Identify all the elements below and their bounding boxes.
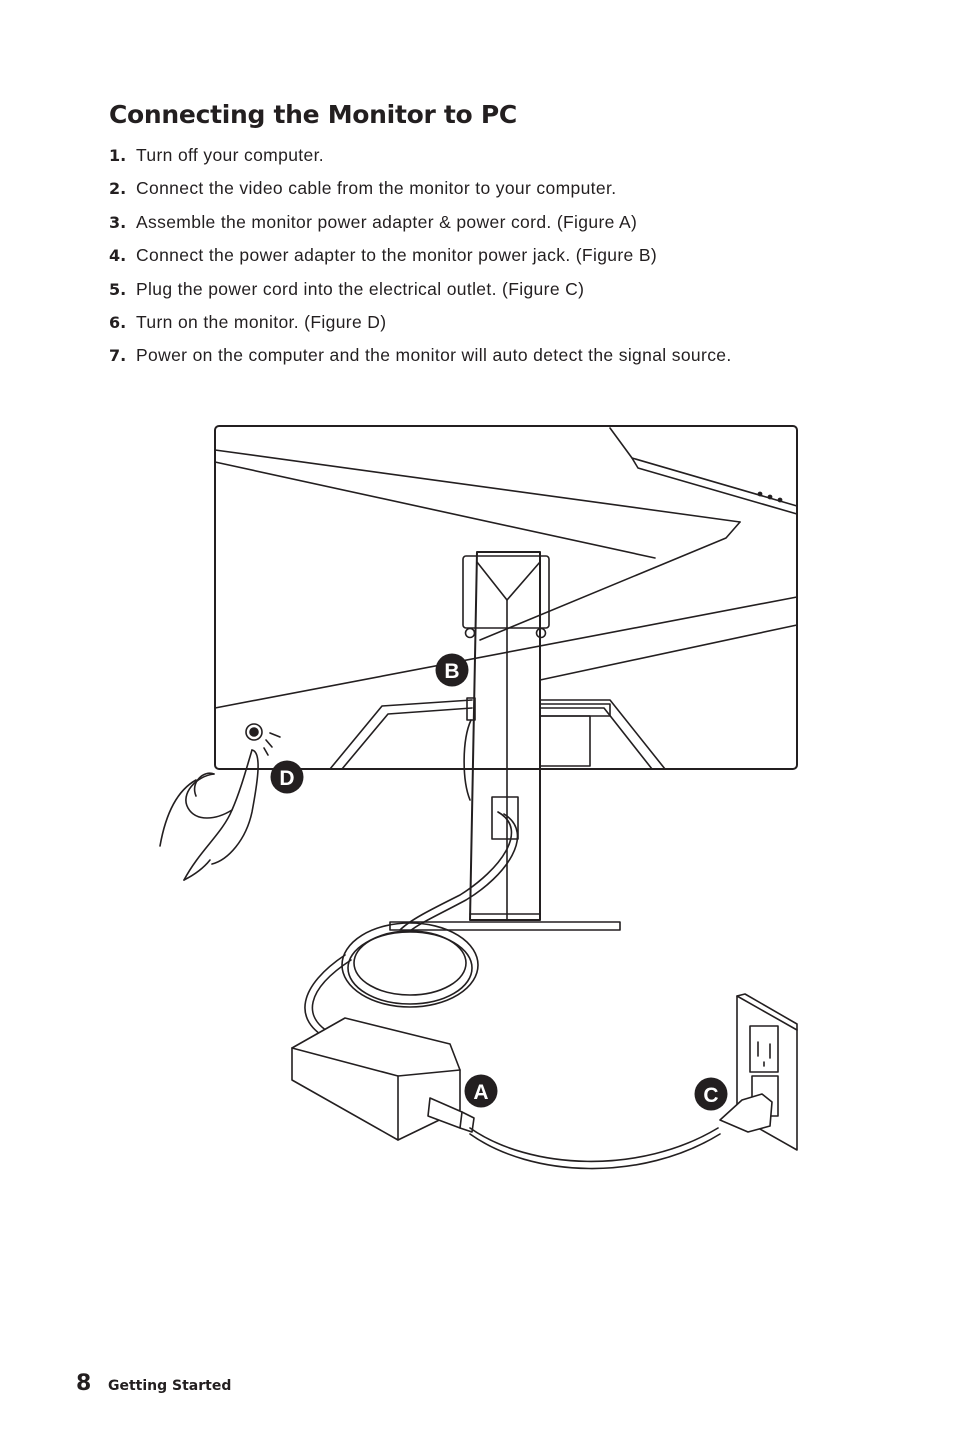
step-number: 4.: [109, 246, 127, 266]
power-adapter: [291, 1017, 475, 1141]
step-text: Assemble the monitor power adapter & pow…: [136, 211, 638, 232]
step-number: 5.: [109, 279, 127, 299]
callout-a-label: A: [473, 1081, 488, 1104]
monitor-stand: [389, 551, 621, 931]
step-list: 1. Turn off your computer. 2. Connect the …: [109, 143, 732, 377]
step-number: 2.: [109, 179, 127, 199]
step-item: 5. Plug the power cord into the electrica…: [109, 277, 732, 310]
step-text: Turn on the monitor. (Figure D): [136, 311, 387, 332]
section-name: Getting Started: [108, 1378, 232, 1394]
callout-c-label: C: [703, 1084, 718, 1107]
callout-b-badge: [435, 653, 469, 687]
callout-a-badge: [464, 1074, 498, 1108]
callout-d-badge: [270, 760, 304, 794]
step-number: 3.: [109, 212, 127, 232]
power-cable: [304, 811, 721, 1170]
step-text: Turn off your computer.: [136, 145, 324, 165]
step-number: 6.: [109, 312, 127, 332]
step-number: 7.: [109, 346, 127, 366]
step-item: 6. Turn on the monitor. (Figure D): [109, 310, 732, 343]
page-number: 8: [76, 1371, 92, 1396]
step-item: 2. Connect the video cable from the monit…: [109, 176, 732, 209]
step-item: 1. Turn off your computer.: [109, 143, 732, 176]
step-item: 4. Connect the power adapter to the monit…: [109, 243, 732, 276]
callout-badges: B D A C: [270, 653, 728, 1111]
wall-outlet: [719, 993, 798, 1151]
monitor-connection-illustration: B D A C: [159, 425, 798, 1170]
step-text: Power on the computer and the monitor wi…: [136, 345, 732, 366]
hand-pressing-button: [159, 723, 281, 881]
callout-c-badge: [694, 1077, 728, 1111]
step-text: Connect the video cable from the monitor…: [136, 178, 617, 199]
callout-b-label: B: [444, 660, 459, 683]
step-text: Connect the power adapter to the monitor…: [136, 245, 658, 266]
page-title: Connecting the Monitor to PC: [109, 100, 517, 129]
step-item: 3. Assemble the monitor power adapter & p…: [109, 210, 732, 243]
step-number: 1.: [109, 146, 127, 165]
callout-d-label: D: [279, 767, 294, 790]
step-text: Plug the power cord into the electrical …: [136, 278, 585, 299]
step-item: 7. Power on the computer and the monitor …: [109, 343, 732, 376]
